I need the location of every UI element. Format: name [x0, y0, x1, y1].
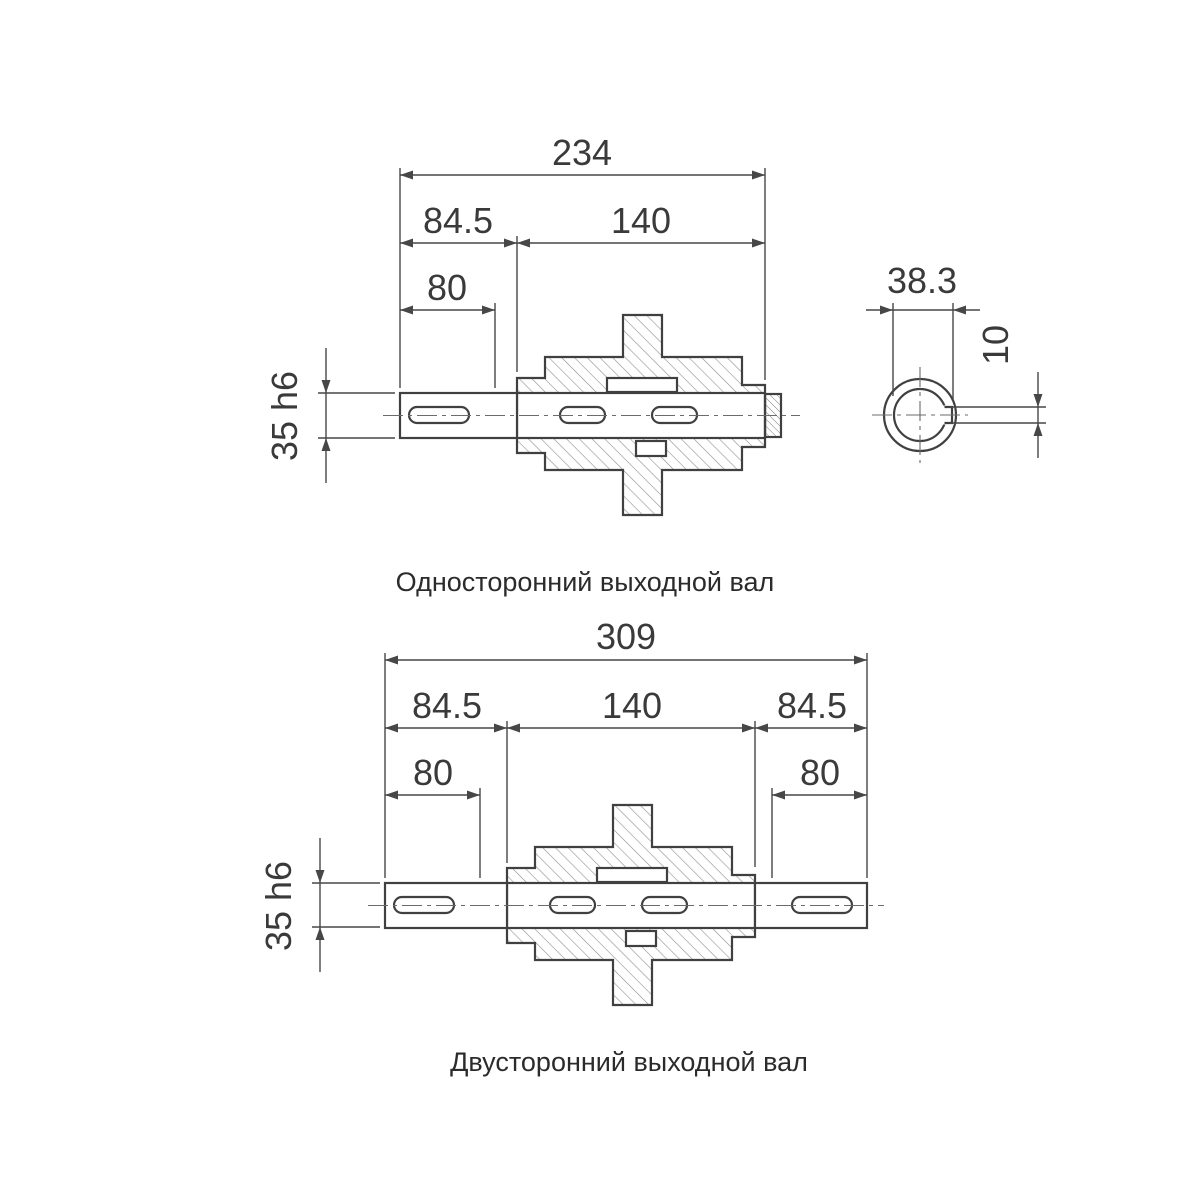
arrowhead — [507, 723, 520, 733]
arrowhead — [482, 305, 495, 315]
top-view-dimensions: 234 84.5 140 80 35 h6 — [264, 132, 766, 483]
arrowhead — [385, 655, 398, 665]
arrowhead — [517, 238, 530, 248]
arrowhead — [772, 790, 785, 800]
arrowhead — [1033, 423, 1043, 436]
dim-label-center-top: 140 — [611, 200, 671, 241]
arrowhead — [953, 305, 966, 315]
arrowhead — [504, 238, 517, 248]
inner-pocket-top — [605, 376, 679, 394]
arrowhead — [467, 790, 480, 800]
dim-label-key-top: 80 — [427, 267, 467, 308]
bottom-view-dimensions: 309 84.5 140 84.5 80 80 35 h6 — [258, 616, 868, 972]
arrowhead — [321, 380, 331, 393]
dim-label-left-bottom: 84.5 — [412, 685, 482, 726]
arrowhead — [385, 723, 398, 733]
inner-pocket-bottom — [624, 929, 658, 948]
arrowhead — [400, 305, 413, 315]
dim-label-left-top: 84.5 — [423, 200, 493, 241]
dim-label-overall-top: 234 — [552, 132, 612, 173]
arrowhead — [752, 238, 765, 248]
bottom-view-body — [368, 803, 884, 1007]
arrowhead — [385, 790, 398, 800]
dim-label-center-bottom: 140 — [602, 685, 662, 726]
caption-single-sided: Односторонний выходной вал — [396, 567, 775, 597]
bottom-view: 309 84.5 140 84.5 80 80 35 h6 — [258, 616, 884, 1007]
dim-label-section-width: 38.3 — [887, 260, 957, 301]
arrowhead — [400, 170, 413, 180]
arrowhead — [854, 723, 867, 733]
top-view: 234 84.5 140 80 35 h6 — [264, 132, 800, 517]
arrowhead — [755, 723, 768, 733]
arrowhead — [494, 723, 507, 733]
dim-label-key-right-bottom: 80 — [800, 752, 840, 793]
dim-label-key-left-bottom: 80 — [413, 752, 453, 793]
top-view-body — [383, 313, 800, 517]
dim-label-right-bottom: 84.5 — [777, 685, 847, 726]
arrowhead — [1033, 394, 1043, 407]
inner-pocket-top — [595, 866, 669, 884]
arrowhead — [742, 723, 755, 733]
arrowhead — [321, 438, 331, 451]
inner-pocket-bottom — [634, 439, 668, 458]
arrowhead — [752, 170, 765, 180]
arrowhead — [315, 870, 325, 883]
dim-label-shaft-dia-bottom: 35 h6 — [258, 861, 299, 951]
caption-double-sided: Двусторонний выходной вал — [450, 1047, 808, 1077]
side-view-body — [872, 367, 968, 463]
dim-label-key-width: 10 — [975, 325, 1016, 365]
side-view: 38.3 10 — [866, 260, 1046, 463]
arrowhead — [315, 927, 325, 940]
arrowhead — [854, 790, 867, 800]
side-view-dimensions: 38.3 10 — [866, 260, 1046, 458]
dim-label-shaft-dia-top: 35 h6 — [264, 371, 305, 461]
dim-label-overall-bottom: 309 — [596, 616, 656, 657]
arrowhead — [880, 305, 893, 315]
arrowhead — [400, 238, 413, 248]
arrowhead — [854, 655, 867, 665]
